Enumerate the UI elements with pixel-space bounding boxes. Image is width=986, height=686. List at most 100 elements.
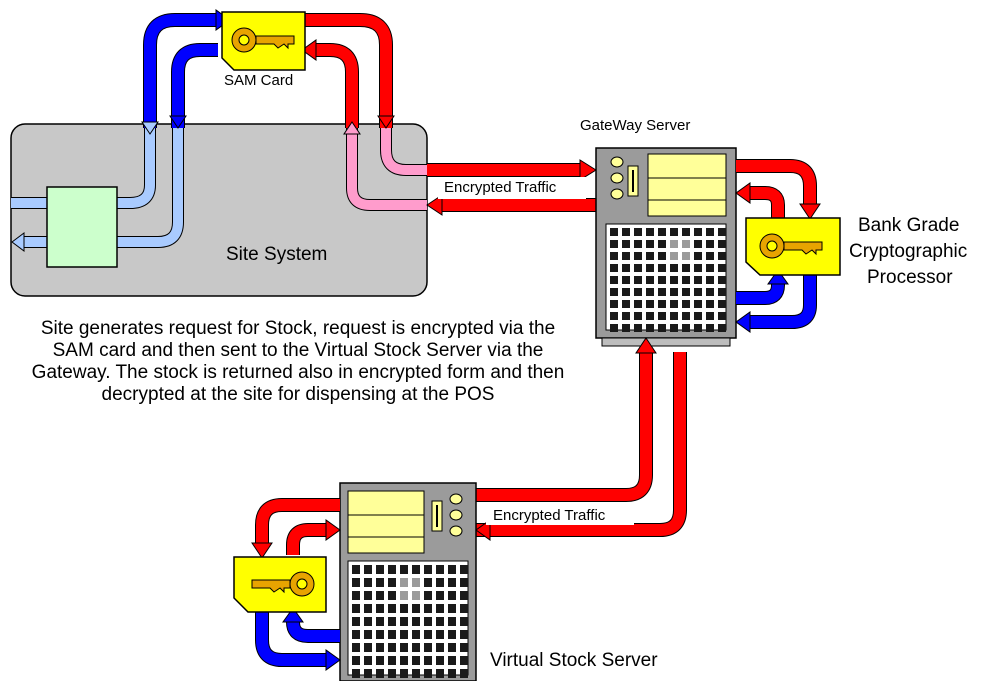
server-grid-cell xyxy=(460,643,468,652)
server-grid-cell xyxy=(646,288,654,296)
server-grid-cell xyxy=(670,252,678,260)
server-grid-cell xyxy=(658,300,666,308)
virtual-stock-server-label: Virtual Stock Server xyxy=(490,650,658,671)
server-grid-cell xyxy=(610,228,618,236)
server-grid-cell xyxy=(682,228,690,236)
site-blue-arrows xyxy=(11,128,184,252)
server-grid-cell xyxy=(610,324,618,332)
processor-label: Processor xyxy=(867,267,953,288)
server-grid-cell xyxy=(706,252,714,260)
server-grid-cell xyxy=(634,276,642,284)
server-grid-cell xyxy=(622,240,630,248)
site-terminal-box xyxy=(46,186,118,268)
server-grid-cell xyxy=(400,643,408,652)
sam-card-red-arrows xyxy=(301,13,395,135)
sam-card xyxy=(221,11,306,71)
server-grid-cell xyxy=(622,276,630,284)
server-grids xyxy=(352,228,726,678)
server-grid-cell xyxy=(376,643,384,652)
server-grid-cell xyxy=(388,630,396,639)
server-grid-cell xyxy=(682,288,690,296)
server-grid-cell xyxy=(694,288,702,296)
vss-key-arrows xyxy=(251,498,341,671)
sam-card-blue-arrows xyxy=(141,9,231,135)
server-grid-cell xyxy=(448,591,456,600)
server-grid-cell xyxy=(658,288,666,296)
server-grid-cell xyxy=(436,630,444,639)
server-grid-cell xyxy=(424,565,432,574)
server-grid-cell xyxy=(448,630,456,639)
top-encrypted-traffic-label: Encrypted Traffic xyxy=(444,179,557,196)
server-grid-cell xyxy=(364,630,372,639)
server-grid-cell xyxy=(646,324,654,332)
server-grid-cell xyxy=(670,264,678,272)
server-grid-cell xyxy=(646,276,654,284)
server-grid-cell xyxy=(694,300,702,308)
server-grid-cell xyxy=(352,617,360,626)
server-grid-cell xyxy=(376,617,384,626)
server-grid-cell xyxy=(634,288,642,296)
server-grid-cell xyxy=(436,604,444,613)
server-grid-cell xyxy=(448,643,456,652)
server-grid-cell xyxy=(376,565,384,574)
server-grid-cell xyxy=(364,656,372,665)
server-grid-cell xyxy=(424,578,432,587)
server-grid-cell xyxy=(400,565,408,574)
server-grid-cell xyxy=(352,578,360,587)
server-grid-cell xyxy=(364,669,372,678)
server-grid-cell xyxy=(634,252,642,260)
server-grid-cell xyxy=(388,669,396,678)
server-grid-cell xyxy=(718,240,726,248)
server-grid-cell xyxy=(706,264,714,272)
server-grid-cell xyxy=(670,228,678,236)
top-traffic-arrows xyxy=(426,159,597,216)
server-grid-cell xyxy=(424,604,432,613)
server-grid-cell xyxy=(610,276,618,284)
server-grid-cell xyxy=(682,252,690,260)
server-grid-cell xyxy=(646,312,654,320)
server-grid-cell xyxy=(682,324,690,332)
server-grid-cell xyxy=(376,656,384,665)
server-grid-cell xyxy=(646,228,654,236)
server-grid-cell xyxy=(388,656,396,665)
server-grid-cell xyxy=(694,264,702,272)
crypto-processor-card xyxy=(745,217,841,276)
server-grid-cell xyxy=(448,604,456,613)
server-grid-cell xyxy=(388,565,396,574)
server-grid-cell xyxy=(436,565,444,574)
server-grid-cell xyxy=(412,643,420,652)
site-pink-arrows xyxy=(346,128,427,211)
server-grid-cell xyxy=(670,288,678,296)
server-grid-cell xyxy=(658,324,666,332)
server-grid-cell xyxy=(658,240,666,248)
server-grid-cell xyxy=(622,252,630,260)
server-grid-cell xyxy=(634,324,642,332)
server-grid-cell xyxy=(376,669,384,678)
server-grid-cell xyxy=(670,324,678,332)
gateway-server-label: GateWay Server xyxy=(580,117,691,134)
server-grid-cell xyxy=(718,324,726,332)
server-grid-cell xyxy=(682,312,690,320)
server-grid-cell xyxy=(706,276,714,284)
server-grid-cell xyxy=(352,643,360,652)
server-grid-cell xyxy=(352,604,360,613)
server-grid-cell xyxy=(424,643,432,652)
server-grid-cell xyxy=(448,578,456,587)
server-grid-cell xyxy=(622,264,630,272)
server-grid-cell xyxy=(694,228,702,236)
server-grid-cell xyxy=(364,604,372,613)
server-grid-cell xyxy=(364,643,372,652)
server-grid-cell xyxy=(694,252,702,260)
server-grid-cell xyxy=(646,240,654,248)
server-grid-cell xyxy=(610,240,618,248)
server-grid-cell xyxy=(670,276,678,284)
server-grid-cell xyxy=(364,578,372,587)
server-grid-cell xyxy=(436,643,444,652)
bottom-traffic-label-bg xyxy=(486,505,634,525)
server-grid-cell xyxy=(694,312,702,320)
cryptographic-label: Cryptographic xyxy=(849,241,968,262)
server-grid-cell xyxy=(706,288,714,296)
server-grid-cell xyxy=(622,300,630,308)
server-grid-cell xyxy=(670,300,678,308)
